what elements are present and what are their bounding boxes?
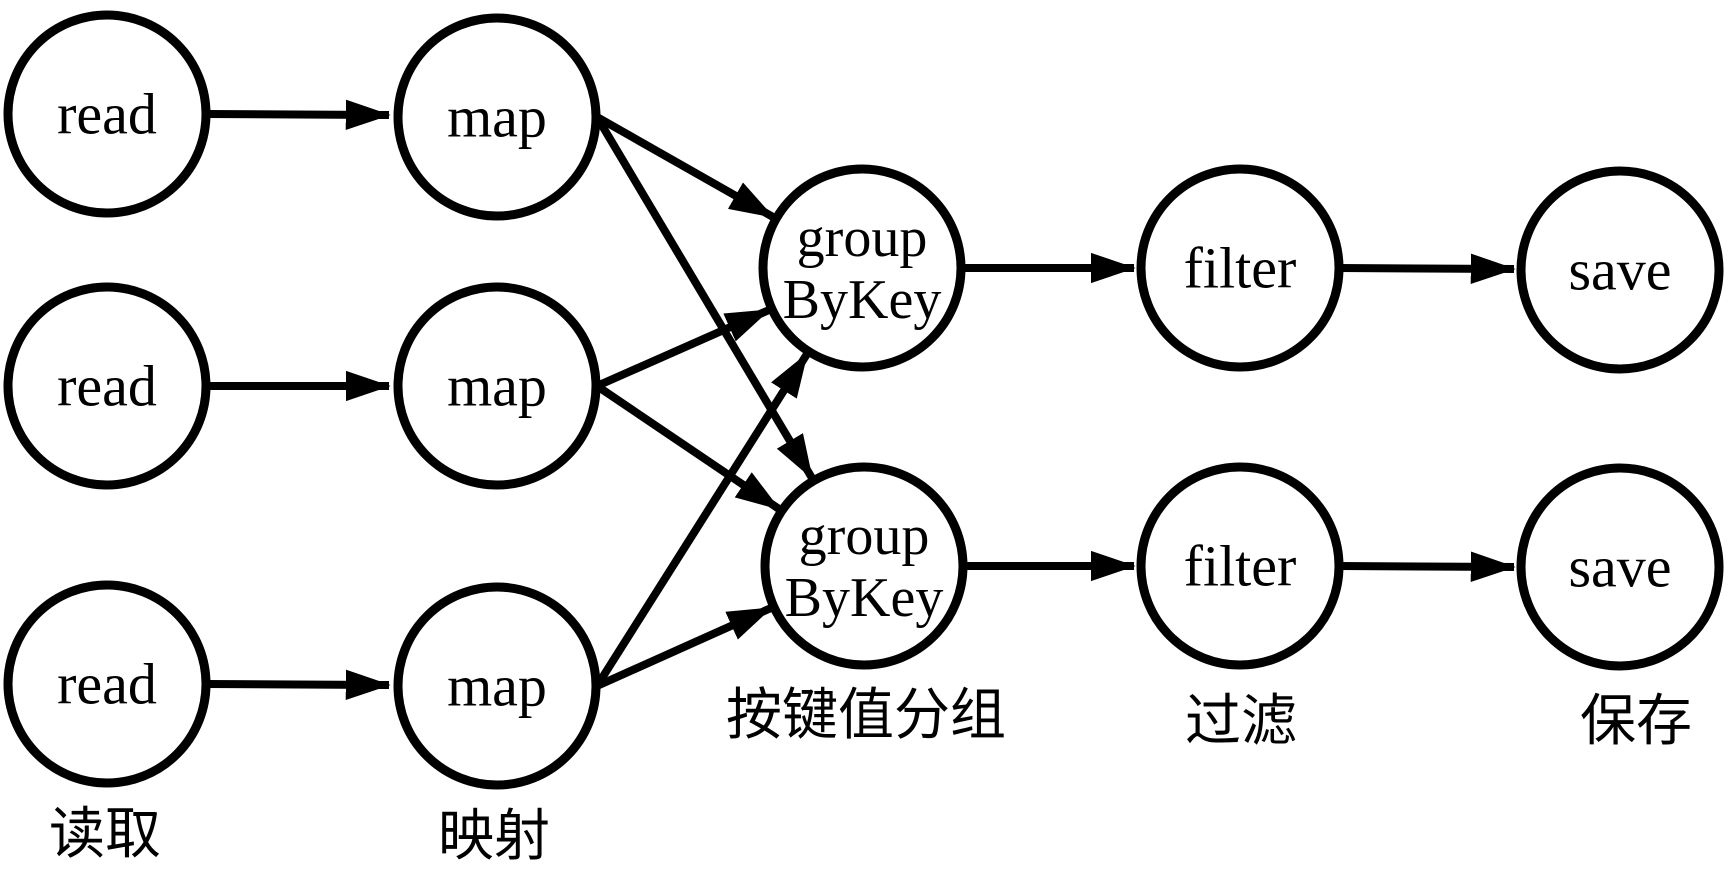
node-groupbykey-1-label-line1: group: [797, 207, 928, 269]
node-groupbykey-2-label-line1: group: [799, 505, 930, 567]
node-groupbykey-1: group ByKey: [758, 164, 966, 372]
node-map-1: map: [393, 13, 601, 221]
caption-filter: 过滤: [1185, 691, 1297, 753]
node-map-2-label: map: [447, 354, 547, 419]
node-map-1-circle: [393, 13, 601, 221]
node-save-1: save: [1516, 166, 1724, 374]
node-save-1-label: save: [1568, 238, 1671, 303]
node-read-2-label: read: [57, 354, 157, 419]
node-map-2: map: [393, 282, 601, 490]
node-read-1: read: [3, 10, 211, 218]
edge-filter1-save1: [1338, 253, 1516, 284]
node-read-3-circle: [3, 580, 211, 788]
edge-map2-groupbykey1: [595, 306, 771, 390]
edge-map3-groupbykey2: [595, 604, 773, 690]
node-filter-2: filter: [1136, 462, 1344, 670]
node-read-2: read: [3, 282, 211, 490]
node-groupbykey-2: group ByKey: [760, 462, 968, 670]
node-map-3-label: map: [447, 654, 547, 719]
node-map-1-label: map: [447, 85, 547, 150]
node-filter-2-circle: [1136, 462, 1344, 670]
node-save-2-label: save: [1568, 535, 1671, 600]
edge-map1-groupbykey2: [593, 114, 816, 481]
node-groupbykey-2-circle: [760, 462, 968, 670]
caption-map: 映射: [438, 806, 550, 868]
node-filter-1-circle: [1136, 164, 1344, 372]
caption-save: 保存: [1580, 691, 1692, 753]
node-save-2: save: [1516, 463, 1724, 671]
edge-filter2-save2: [1338, 551, 1516, 582]
node-read-3-label: read: [57, 652, 157, 717]
node-read-1-label: read: [57, 82, 157, 147]
node-groupbykey-1-circle: [758, 164, 966, 372]
node-filter-1: filter: [1136, 164, 1344, 372]
edge-map2-groupbykey2: [594, 382, 782, 513]
node-groupbykey-1-label-line2: ByKey: [783, 269, 942, 331]
caption-read: 读取: [49, 804, 161, 866]
caption-group-by-key: 按键值分组: [726, 685, 1006, 747]
node-filter-1-label: filter: [1184, 236, 1297, 301]
node-map-3-circle: [393, 582, 601, 790]
node-save-2-circle: [1516, 463, 1724, 671]
node-map-2-circle: [393, 282, 601, 490]
edge-read3-map3: [206, 669, 391, 700]
node-read-2-circle: [3, 282, 211, 490]
node-save-1-circle: [1516, 166, 1724, 374]
edge-read1-map1: [206, 99, 391, 130]
node-filter-2-label: filter: [1184, 534, 1297, 599]
node-groupbykey-2-label-line2: ByKey: [785, 567, 944, 629]
node-read-3: read: [3, 580, 211, 788]
node-map-3: map: [393, 582, 601, 790]
edge-map1-groupbykey1: [595, 113, 775, 221]
node-read-1-circle: [3, 10, 211, 218]
